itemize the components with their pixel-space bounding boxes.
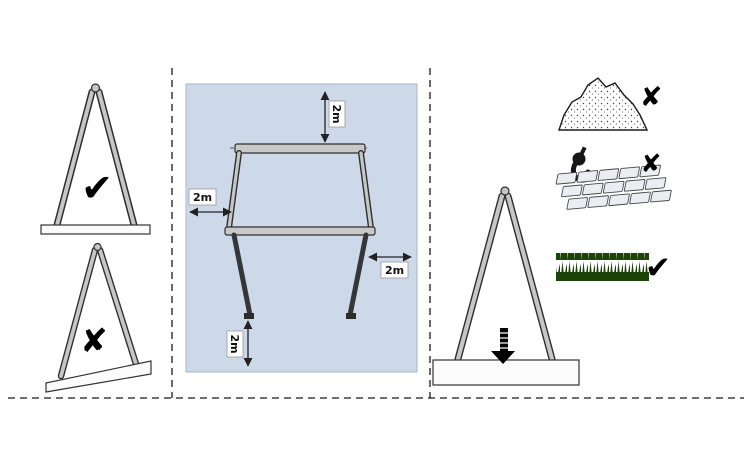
paver-tile xyxy=(597,168,620,181)
frame-leg xyxy=(505,193,555,362)
top-bar xyxy=(234,143,366,154)
check-mark-icon: ✔ xyxy=(81,166,113,210)
paver-tile xyxy=(629,191,651,205)
frame-leg xyxy=(455,193,505,362)
frame-foot xyxy=(244,313,254,319)
frame-rear-leg xyxy=(347,232,369,318)
dimension-label-box xyxy=(380,261,409,279)
paver-tile xyxy=(582,182,604,196)
apex-joint xyxy=(93,242,102,252)
cross-mark-icon: ✘ xyxy=(80,321,108,360)
cross-bar xyxy=(224,226,376,236)
level-base xyxy=(40,224,151,235)
cross-mark-icon: ✘ xyxy=(641,149,662,178)
frame-leg xyxy=(98,248,138,366)
sloped-base xyxy=(45,360,152,393)
bottom-clearance-label: 2m xyxy=(228,334,241,353)
paver-tile xyxy=(602,180,625,194)
paver-tile xyxy=(566,197,588,210)
surface-guide-panel: ✘ ✘ ✔ xyxy=(555,77,672,286)
clearance-plan-panel: 2m 2m 2m 2m xyxy=(185,83,418,373)
dimension-label-box xyxy=(188,188,217,206)
dimension-label-box xyxy=(226,330,244,358)
frame-foot xyxy=(346,313,356,319)
paver-tile xyxy=(644,177,667,190)
anchoring-panel xyxy=(432,186,580,386)
frame-leg xyxy=(97,90,136,227)
paver-tile xyxy=(555,171,578,185)
paver-tile xyxy=(608,193,630,207)
paver-tile xyxy=(639,164,661,178)
cross-mark-icon: ✘ xyxy=(640,82,663,113)
sloped-frame-incorrect: ✘ xyxy=(45,242,152,393)
grass-icon xyxy=(556,253,649,281)
frame-leg xyxy=(55,90,94,227)
top-clearance-label: 2m xyxy=(330,104,343,123)
left-clearance-label: 2m xyxy=(193,191,212,204)
frame-leg xyxy=(359,151,373,230)
paver-tiles-icon xyxy=(555,164,672,210)
anchor-down-arrow-icon xyxy=(491,328,515,364)
paver-tile xyxy=(623,179,646,192)
frame-leg xyxy=(59,248,97,378)
apex-joint xyxy=(90,83,101,93)
paver-tile xyxy=(576,170,599,183)
apex-joint xyxy=(500,186,510,196)
paver-tile xyxy=(561,184,583,198)
paver-tile xyxy=(587,195,609,208)
frame-rear-leg xyxy=(231,232,253,318)
paver-tile xyxy=(618,166,640,180)
paver-tile xyxy=(650,189,672,203)
dimension-label-box xyxy=(328,100,346,128)
right-clearance-label: 2m xyxy=(385,264,404,277)
check-mark-icon: ✔ xyxy=(645,250,671,286)
anchor-base-slab xyxy=(432,359,580,386)
level-frame-correct: ✔ xyxy=(40,83,151,235)
sand-pile-icon xyxy=(558,77,649,131)
side-view-panel: ✔ ✘ xyxy=(40,83,152,393)
